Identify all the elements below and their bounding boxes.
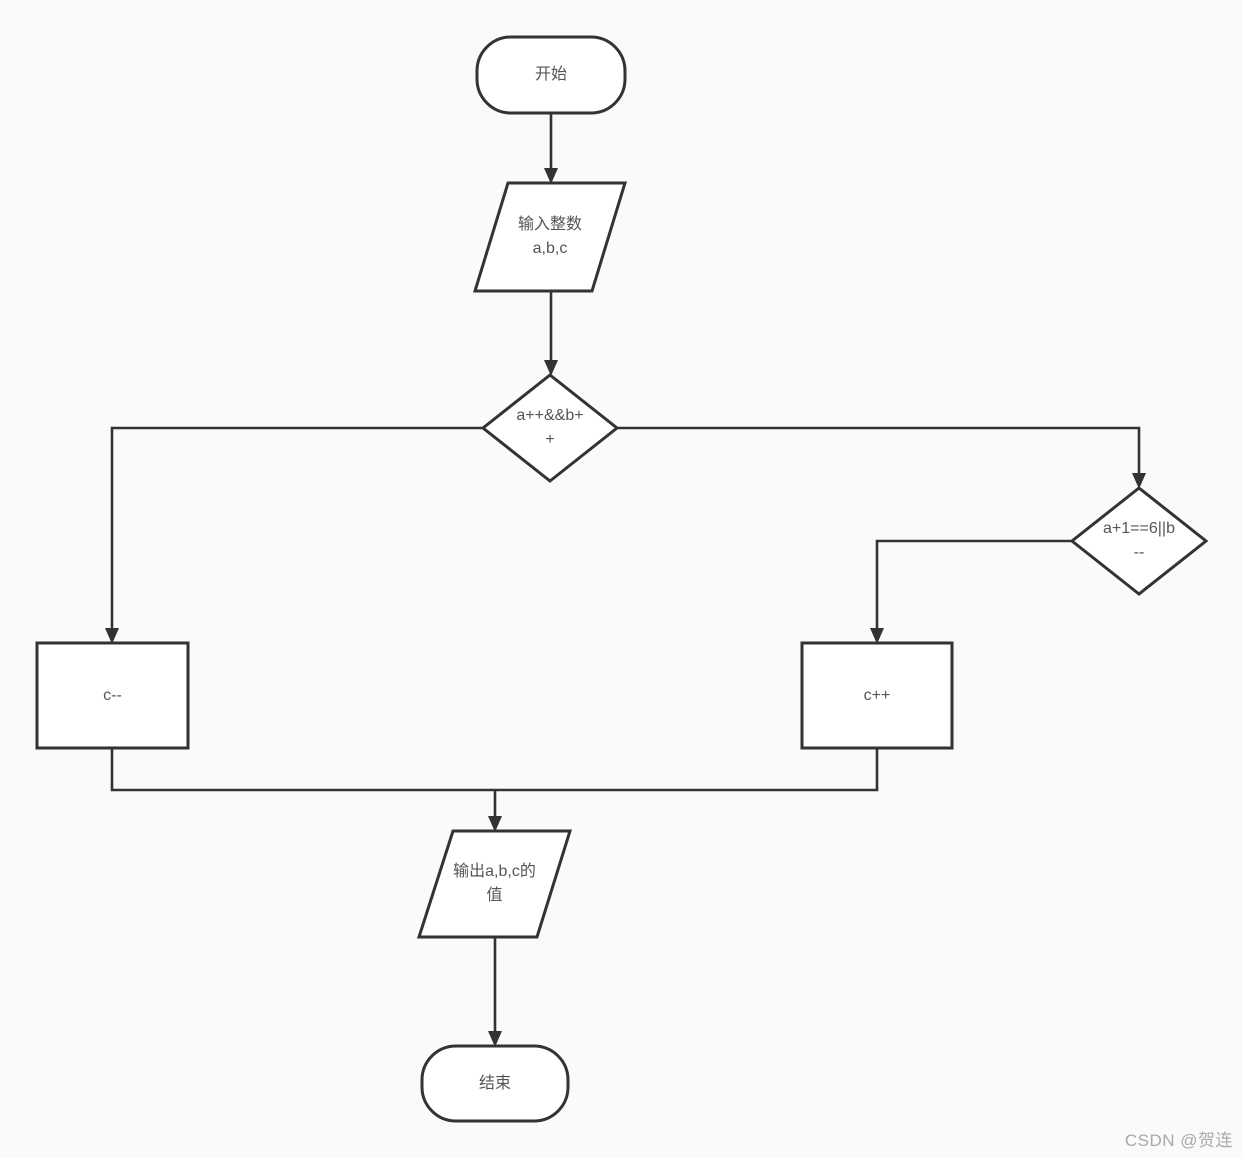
- arrowhead-into-decision1-icon: [544, 360, 558, 376]
- process-left-rect-shape: [35, 641, 190, 750]
- arrowhead-into-input-icon: [544, 168, 558, 184]
- start-terminator-shape: [475, 35, 627, 115]
- decision2-diamond-shape: [1069, 486, 1209, 596]
- end-terminator-shape: [420, 1044, 570, 1123]
- watermark: CSDN @贺连: [1124, 1131, 1233, 1150]
- output-parallelogram-shape: [416, 829, 573, 939]
- arrowhead-into-output-icon: [488, 816, 502, 832]
- edge-decision1-to-decision2: [617, 426, 1141, 477]
- edge-decision2-to-process-right: [875, 539, 1072, 632]
- decision1-diamond-shape: [480, 373, 620, 483]
- arrowhead-into-decision2-icon: [1132, 473, 1146, 489]
- arrowhead-into-end-icon: [488, 1031, 502, 1047]
- arrowhead-into-process-left-icon: [105, 628, 119, 644]
- arrowhead-into-process-right-icon: [870, 628, 884, 644]
- edge-decision1-to-process-left: [110, 426, 483, 632]
- edge-merge-bar: [110, 748, 879, 792]
- input-parallelogram-shape: [472, 181, 628, 293]
- process-right-rect-shape: [800, 641, 954, 750]
